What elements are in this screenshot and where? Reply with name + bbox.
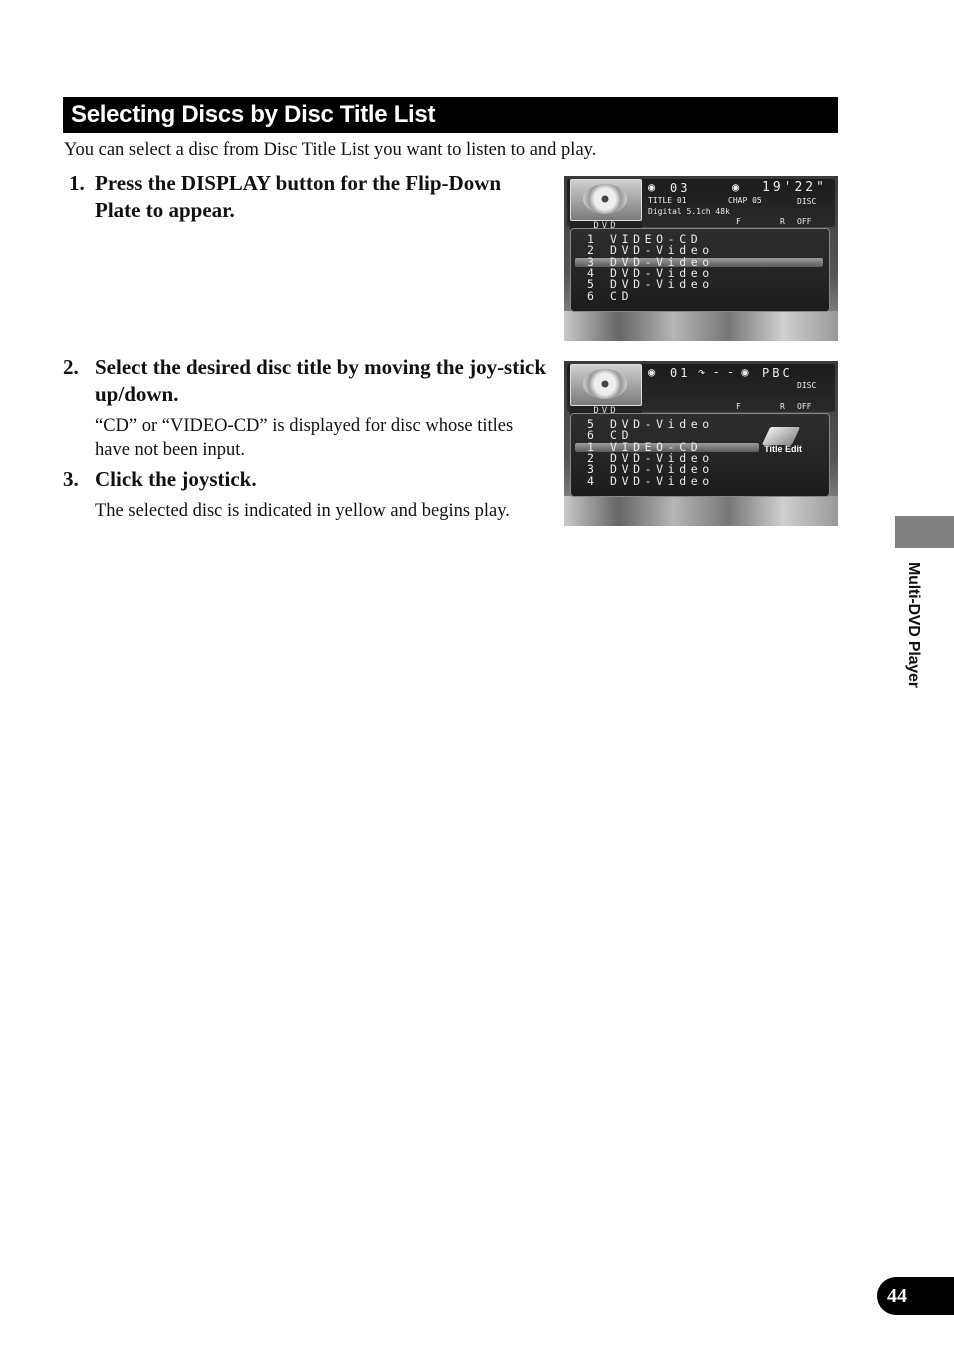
title-number: 03 — [670, 181, 691, 195]
disc-icon-small: ◉ — [648, 365, 656, 379]
step-instruction: Click the joystick. — [95, 467, 257, 491]
audio-format: Digital 5.1ch 48k — [648, 207, 730, 216]
r-tag: R — [780, 217, 785, 226]
list-item[interactable]: 5 DVD-Video — [587, 277, 714, 291]
step-number: 3. — [63, 467, 79, 491]
step-instruction: Select the desired disc title by moving … — [95, 355, 547, 406]
screen-disc-list-1: DVD ◉ 03 ◉ 19'22" TITLE 01 CHAP 05 DISC … — [564, 176, 838, 341]
disc-type-label: DVD — [570, 406, 642, 417]
background-photo — [564, 311, 838, 341]
step-note: The selected disc is indicated in yellow… — [95, 501, 510, 521]
disc-icon-small: ◉ — [648, 180, 656, 194]
off-tag: OFF — [797, 402, 812, 411]
disc-title-list: 1 VIDEO-CD 2 DVD-Video 3 DVD-Video 4 DVD… — [570, 228, 830, 312]
r-tag: R — [780, 402, 785, 411]
disc-type-label: DVD — [570, 221, 642, 232]
title-edit-label[interactable]: Title Edit — [764, 444, 802, 454]
step-2: 2. Select the desired disc title by movi… — [63, 354, 548, 462]
disc-tag: DISC — [797, 381, 817, 390]
step-number: 2. — [63, 355, 79, 379]
page-number: 44 — [877, 1277, 954, 1315]
track-number: 01 — [670, 366, 691, 380]
list-item[interactable]: 2 DVD-Video — [587, 451, 714, 465]
selection-highlight — [575, 443, 759, 452]
list-item[interactable]: 6 CD — [587, 289, 634, 303]
list-item[interactable]: 2 DVD-Video — [587, 243, 714, 257]
selection-highlight — [575, 258, 823, 267]
list-item[interactable]: 3 DVD-Video — [587, 462, 714, 476]
side-section-label: Multi-DVD Player — [905, 562, 922, 688]
list-item[interactable]: 6 CD — [587, 428, 634, 442]
elapsed-time: 19'22" — [762, 180, 827, 195]
disc-icon — [583, 369, 627, 399]
step-3: 3. Click the joystick. The selected disc… — [63, 466, 548, 523]
title-label: TITLE 01 — [648, 196, 687, 205]
disc-image — [570, 364, 642, 406]
disc-icon — [583, 184, 627, 214]
step-note: “CD” or “VIDEO-CD” is displayed for disc… — [95, 416, 514, 460]
disc-title-list: 5 DVD-Video 6 CD 1 VIDEO-CD 2 DVD-Video … — [570, 413, 830, 497]
list-item[interactable]: 3 DVD-Video — [587, 255, 714, 269]
f-tag: F — [736, 402, 741, 411]
side-tab — [895, 516, 954, 548]
intro-text: You can select a disc from Disc Title Li… — [64, 140, 597, 160]
repeat-icon: ↷ - - ◉ — [698, 365, 749, 379]
background-photo — [564, 496, 838, 526]
chapter-label: CHAP 05 — [728, 196, 762, 205]
list-item[interactable]: 1 VIDEO-CD — [587, 440, 703, 454]
list-item[interactable]: 1 VIDEO-CD — [587, 232, 703, 246]
list-item[interactable]: 4 DVD-Video — [587, 474, 714, 488]
pbc-label: PBC — [762, 366, 793, 380]
step-1: 1. Press the DISPLAY button for the Flip… — [63, 170, 548, 224]
disc-tag: DISC — [797, 197, 817, 206]
step-instruction: Press the DISPLAY button for the Flip-Do… — [95, 171, 502, 222]
screen-disc-list-2: DVD ◉ 01 ↷ - - ◉ PBC DISC F R OFF 5 DVD-… — [564, 361, 838, 526]
f-tag: F — [736, 217, 741, 226]
list-item[interactable]: 4 DVD-Video — [587, 266, 714, 280]
list-item[interactable]: 5 DVD-Video — [587, 417, 714, 431]
disc-image — [570, 179, 642, 221]
time-icon: ◉ — [732, 180, 740, 194]
step-number: 1. — [69, 171, 85, 195]
section-title: Selecting Discs by Disc Title List — [63, 97, 838, 133]
off-tag: OFF — [797, 217, 812, 226]
